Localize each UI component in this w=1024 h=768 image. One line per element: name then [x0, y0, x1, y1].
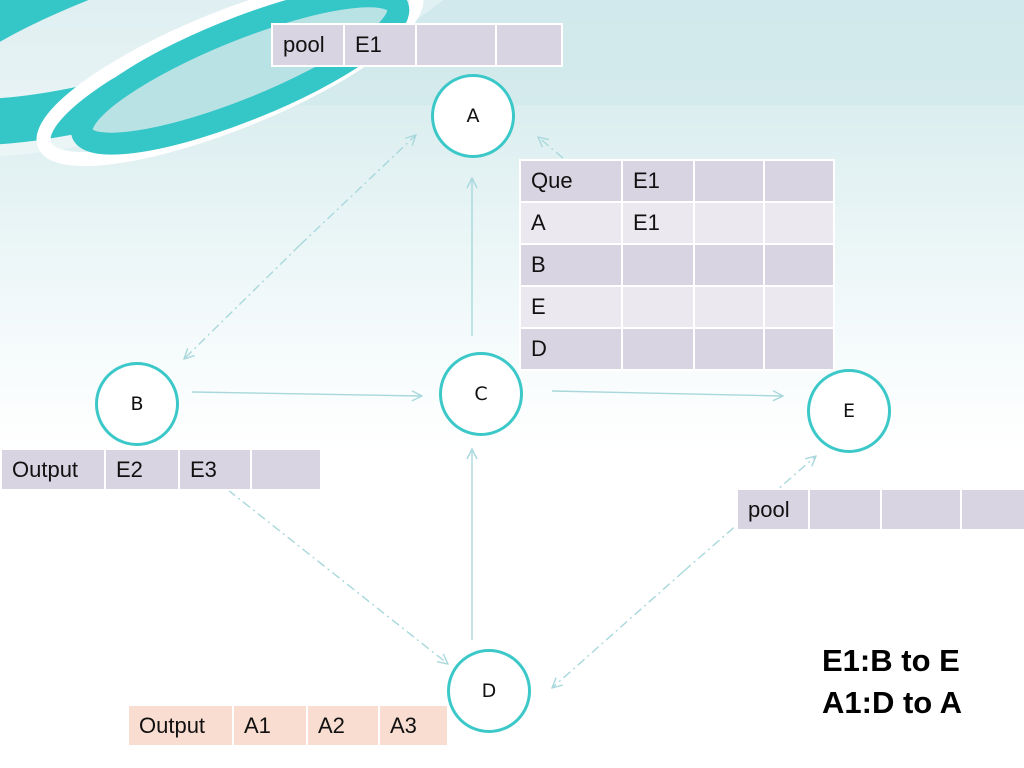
queue-cell-header: D	[519, 327, 623, 371]
output-b-cell-2: E3	[178, 448, 252, 491]
legend: E1:B to E A1:D to A	[822, 640, 962, 724]
arrow-dashed-a-b-end-b	[184, 244, 301, 359]
queue-cell	[763, 327, 835, 371]
pool-e-cell-3	[960, 488, 1024, 531]
output-d-cell-3: A3	[378, 704, 449, 747]
pool-table-a-row: pool E1	[271, 23, 563, 67]
node-b: B	[95, 362, 179, 446]
output-b-cell-label: Output	[0, 448, 106, 491]
pool-table-e-row: pool	[736, 488, 1024, 531]
queue-cell: E1	[621, 159, 695, 203]
pool-e-cell-1	[808, 488, 882, 531]
output-d-cell-1: A1	[232, 704, 308, 747]
output-table-b-row: Output E2 E3	[0, 448, 322, 491]
queue-cell	[621, 327, 695, 371]
arrow-dashed-a-b-end-a	[299, 135, 416, 246]
queue-cell	[763, 285, 835, 329]
pool-a-cell-1: E1	[343, 23, 417, 67]
node-d: D	[447, 649, 531, 733]
queue-cell	[693, 327, 765, 371]
queue-table-row: B	[519, 243, 835, 287]
arrow-dashed-que-to-a	[538, 137, 564, 159]
pool-table-a: pool E1	[271, 23, 563, 67]
queue-cell	[693, 285, 765, 329]
arrow-dashed-d-e-end-d	[552, 570, 685, 688]
queue-cell-header: B	[519, 243, 623, 287]
output-b-cell-1: E2	[104, 448, 180, 491]
output-table-d: Output A1 A2 A3	[127, 704, 449, 747]
output-table-b: Output E2 E3	[0, 448, 322, 491]
queue-table-row: Que E1	[519, 159, 835, 203]
queue-cell	[693, 243, 765, 287]
queue-table-row: E	[519, 285, 835, 329]
swirl-ring-inner	[70, 0, 410, 155]
queue-table-row: A E1	[519, 201, 835, 245]
pool-a-cell-label: pool	[271, 23, 345, 67]
legend-line-1: E1:B to E	[822, 643, 960, 678]
legend-line-2: A1:D to A	[822, 685, 963, 720]
arrow-c-to-e	[551, 391, 783, 396]
pool-table-e: pool	[736, 488, 1024, 531]
node-e: E	[807, 369, 891, 453]
arrow-dashed-b-to-d	[227, 489, 448, 664]
queue-cell	[763, 243, 835, 287]
queue-cell	[621, 285, 695, 329]
queue-cell	[621, 243, 695, 287]
output-d-cell-2: A2	[306, 704, 380, 747]
output-b-cell-3	[250, 448, 322, 491]
pool-e-cell-2	[880, 488, 962, 531]
pool-e-cell-label: pool	[736, 488, 810, 531]
output-table-d-row: Output A1 A2 A3	[127, 704, 449, 747]
node-a: A	[431, 74, 515, 158]
queue-table: Que E1 A E1 B E D	[519, 159, 835, 371]
arrow-b-to-c	[191, 392, 422, 396]
pool-a-cell-2	[415, 23, 497, 67]
queue-cell	[693, 159, 765, 203]
queue-cell-header: Que	[519, 159, 623, 203]
queue-cell-header: E	[519, 285, 623, 329]
queue-cell	[693, 201, 765, 245]
node-c: C	[439, 352, 523, 436]
output-d-cell-label: Output	[127, 704, 234, 747]
queue-cell: E1	[621, 201, 695, 245]
pool-a-cell-3	[495, 23, 563, 67]
queue-cell	[763, 159, 835, 203]
queue-cell-header: A	[519, 201, 623, 245]
queue-cell	[763, 201, 835, 245]
queue-table-row: D	[519, 327, 835, 371]
